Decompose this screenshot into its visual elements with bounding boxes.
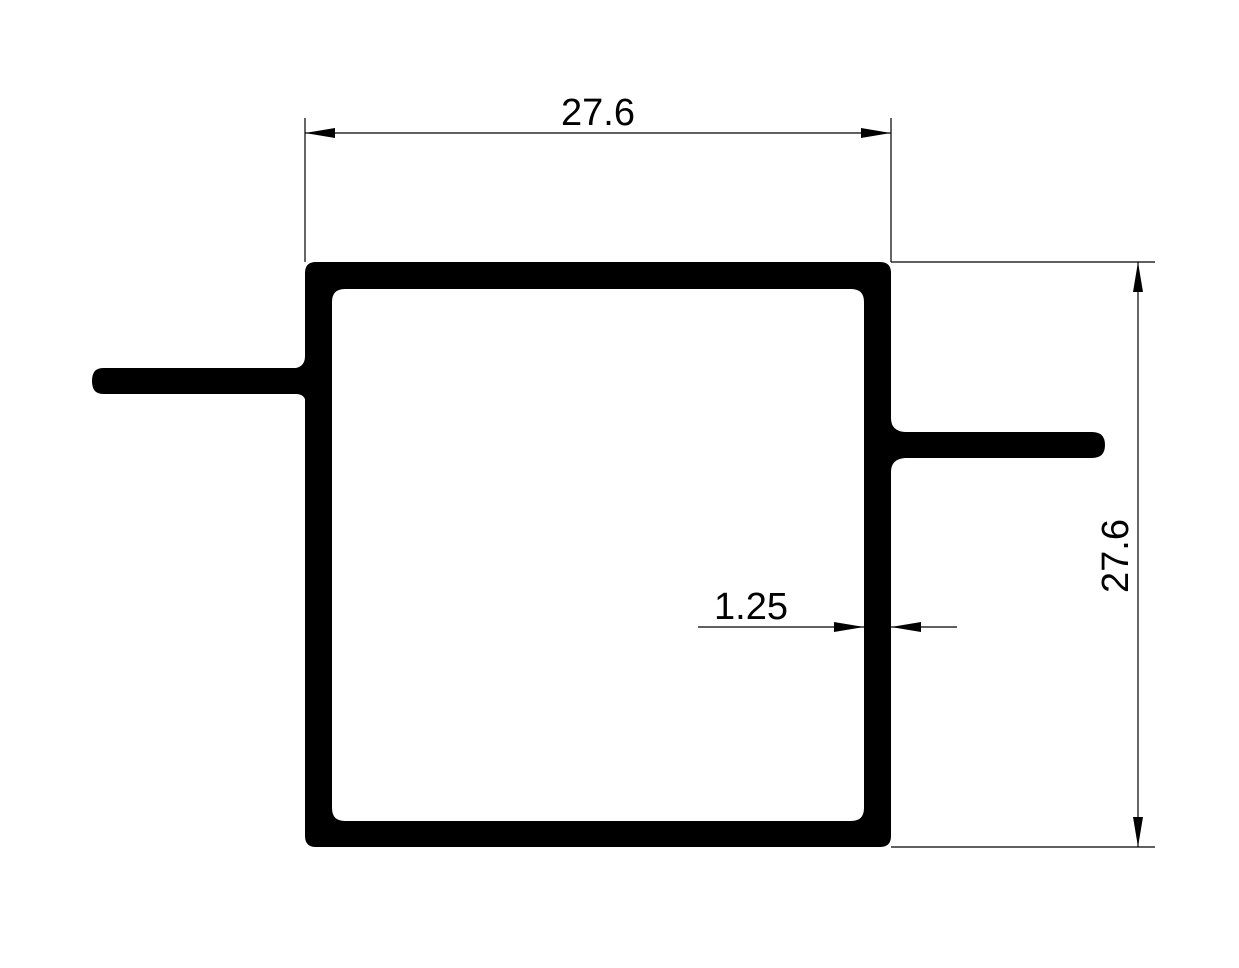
- thickness-arrow-left: [834, 622, 864, 632]
- tube-wall: [305, 262, 891, 847]
- wall-thickness-dimension: 1.25: [698, 586, 957, 632]
- wall-thickness-label: 1.25: [714, 586, 788, 628]
- top-width-dimension: 27.6: [304, 92, 892, 262]
- right-height-label: 27.6: [1095, 519, 1137, 593]
- right-arrow-bottom: [1133, 817, 1143, 847]
- top-width-label: 27.6: [561, 92, 635, 134]
- right-height-dimension: 27.6: [891, 261, 1155, 848]
- profile-section: [92, 262, 1105, 847]
- top-arrow-right: [861, 128, 891, 138]
- thickness-arrow-right: [891, 622, 921, 632]
- top-arrow-left: [305, 128, 335, 138]
- left-fin: [92, 356, 306, 403]
- right-fin: [891, 418, 1105, 472]
- right-arrow-top: [1133, 262, 1143, 292]
